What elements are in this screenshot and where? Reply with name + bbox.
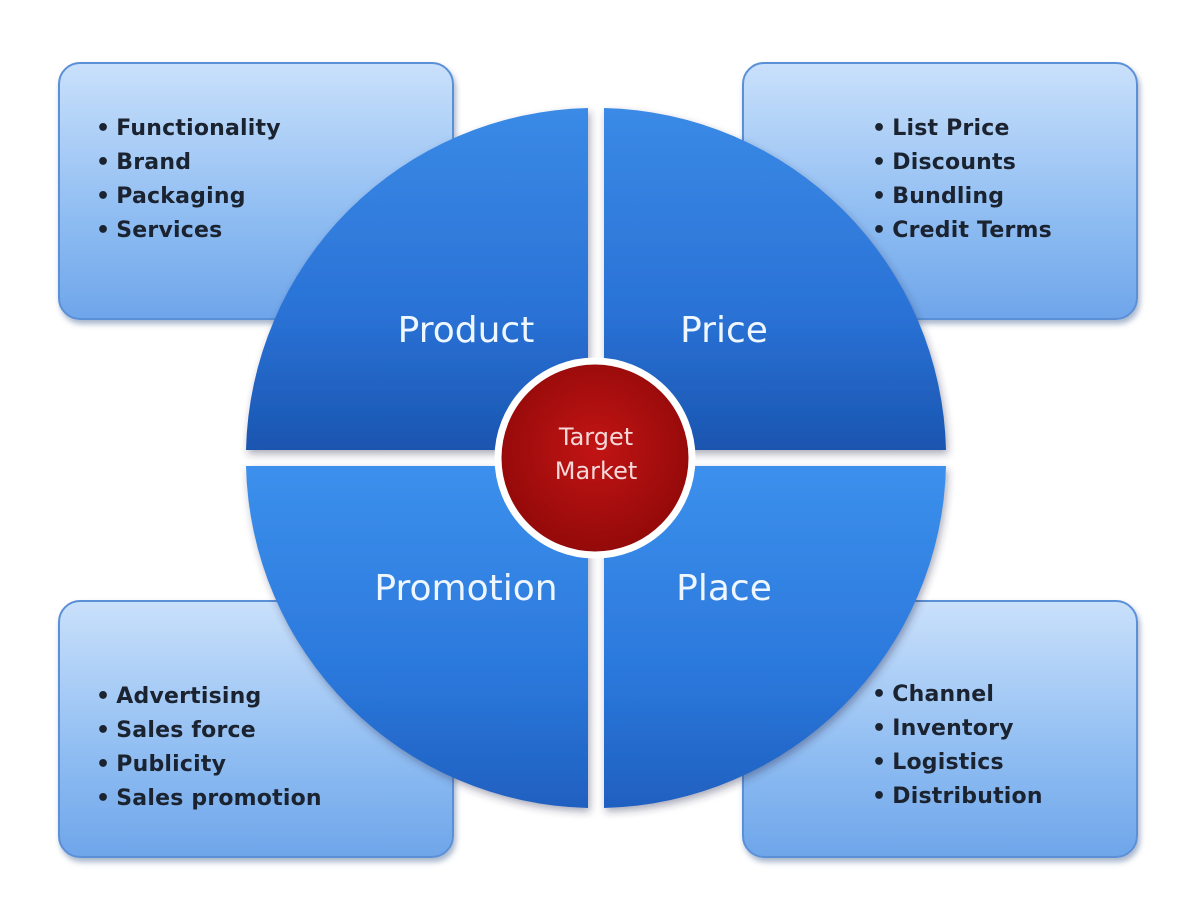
list-item: Inventory (872, 712, 1043, 746)
list-item: Discounts (872, 146, 1052, 180)
list-item: Logistics (872, 746, 1043, 780)
center-line-2: Market (554, 457, 638, 485)
promotion-quadrant (246, 466, 588, 808)
center-line-1: Target (558, 423, 634, 451)
place-quadrant (604, 466, 946, 808)
list-item: Publicity (96, 748, 322, 782)
list-item: Sales promotion (96, 782, 322, 816)
list-item: Packaging (96, 180, 281, 214)
list-item: List Price (872, 112, 1052, 146)
product-quadrant (246, 108, 588, 450)
promotion-label: Promotion (374, 568, 558, 609)
list-item: Advertising (96, 680, 322, 714)
promotion-items: Advertising Sales force Publicity Sales … (96, 680, 322, 816)
price-quadrant (604, 108, 946, 450)
price-items: List Price Discounts Bundling Credit Ter… (872, 112, 1052, 248)
list-item: Services (96, 214, 281, 248)
price-label: Price (680, 310, 768, 351)
list-item: Functionality (96, 112, 281, 146)
list-item: Bundling (872, 180, 1052, 214)
place-label: Place (676, 568, 772, 609)
product-label: Product (397, 310, 535, 351)
place-items: Channel Inventory Logistics Distribution (872, 678, 1043, 814)
product-items: Functionality Brand Packaging Services (96, 112, 281, 248)
target-market-circle (494, 357, 696, 559)
list-item: Brand (96, 146, 281, 180)
list-item: Sales force (96, 714, 322, 748)
list-item: Channel (872, 678, 1043, 712)
target-market-label: Target Market (496, 420, 696, 488)
list-item: Distribution (872, 780, 1043, 814)
list-item: Credit Terms (872, 214, 1052, 248)
